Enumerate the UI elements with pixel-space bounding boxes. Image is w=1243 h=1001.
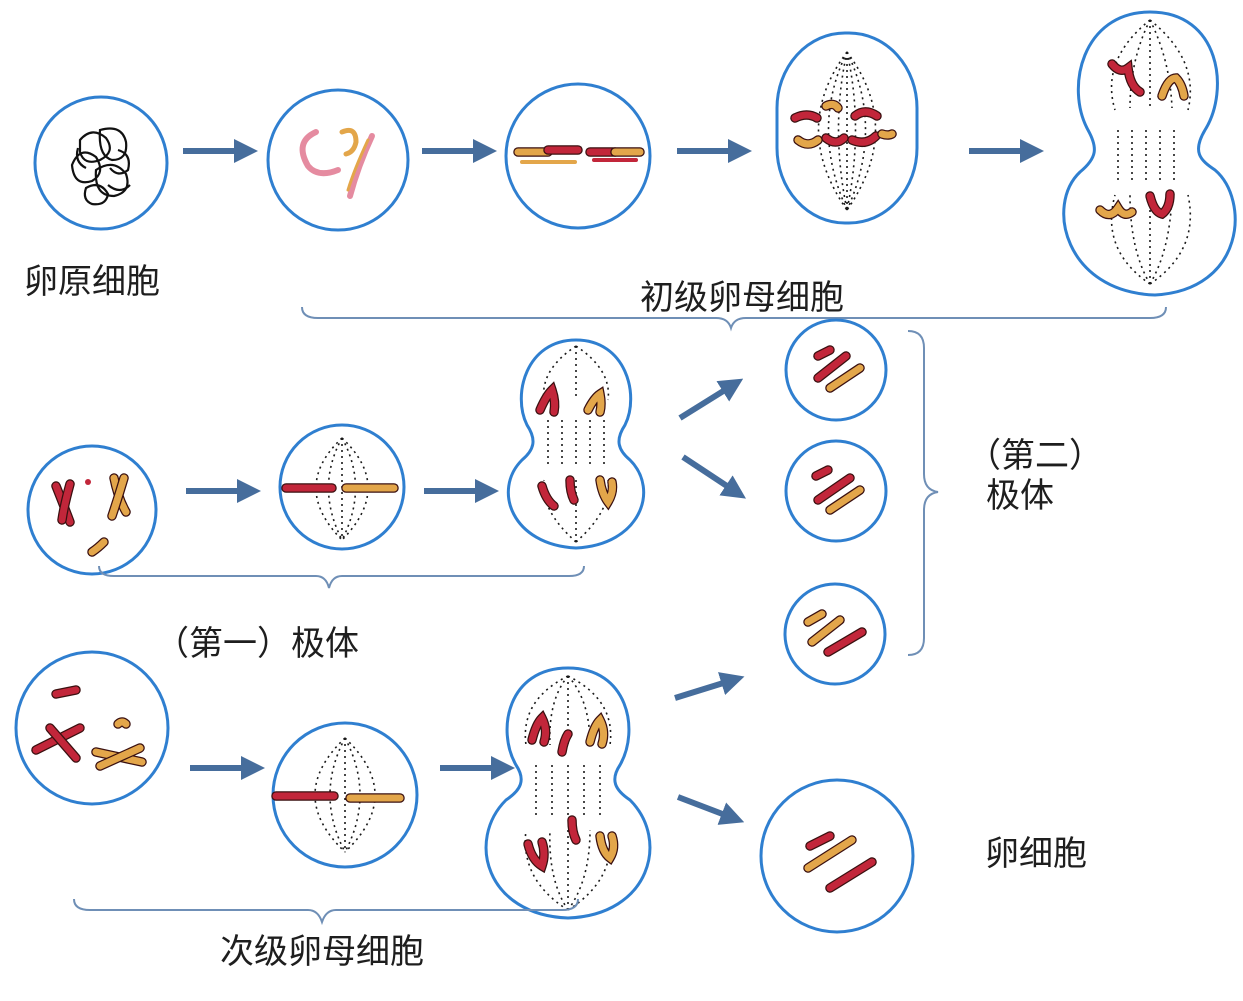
- label-first-polar-body: （第一）极体: [155, 624, 359, 664]
- cell-second-polar-body-2: [784, 439, 888, 543]
- label-primary-oocyte: 初级卵母细胞: [640, 278, 844, 318]
- cell-primary-prophase-early: [266, 88, 410, 232]
- curly-brace-icon: [98, 565, 585, 589]
- curly-brace-icon: [73, 898, 579, 926]
- label-secondary-oocyte: 次级卵母细胞: [220, 932, 424, 972]
- cell-primary-metaphase-plate: [504, 82, 652, 230]
- cell-polar-body-1-metaphase: [278, 423, 406, 551]
- cell-polar-body-1-anaphase: [506, 338, 646, 550]
- curly-brace-icon: [907, 330, 939, 656]
- cell-secondary-oocyte-metaphase: [271, 721, 419, 869]
- label-second-polar-body-line2: 极体: [986, 476, 1054, 516]
- cell-second-polar-body-1: [784, 318, 888, 422]
- chromatin-tangle: [70, 127, 131, 206]
- cell-secondary-oocyte-anaphase: [484, 666, 652, 920]
- cell-primary-anaphase: [775, 31, 919, 225]
- label-oogonium: 卵原细胞: [24, 262, 160, 302]
- right-arrow-icon: [678, 378, 744, 421]
- right-arrow-icon: [681, 454, 747, 499]
- cell-secondary-oocyte: [14, 650, 170, 806]
- cell-egg: [759, 778, 915, 934]
- cell-polar-body-1: [26, 444, 158, 576]
- label-egg-cell: 卵细胞: [985, 834, 1087, 874]
- right-arrow-icon: [674, 672, 745, 701]
- row2-arrows: [186, 378, 747, 503]
- curly-brace-icon: [301, 306, 1167, 332]
- row3-arrows: [190, 672, 745, 825]
- right-arrow-icon: [676, 794, 745, 825]
- label-second-polar-body-line1: （第二）: [967, 436, 1103, 476]
- cell-second-polar-body-3: [783, 582, 887, 686]
- cell-primary-telophase: [1062, 10, 1237, 297]
- cell-oogonium: [33, 95, 169, 231]
